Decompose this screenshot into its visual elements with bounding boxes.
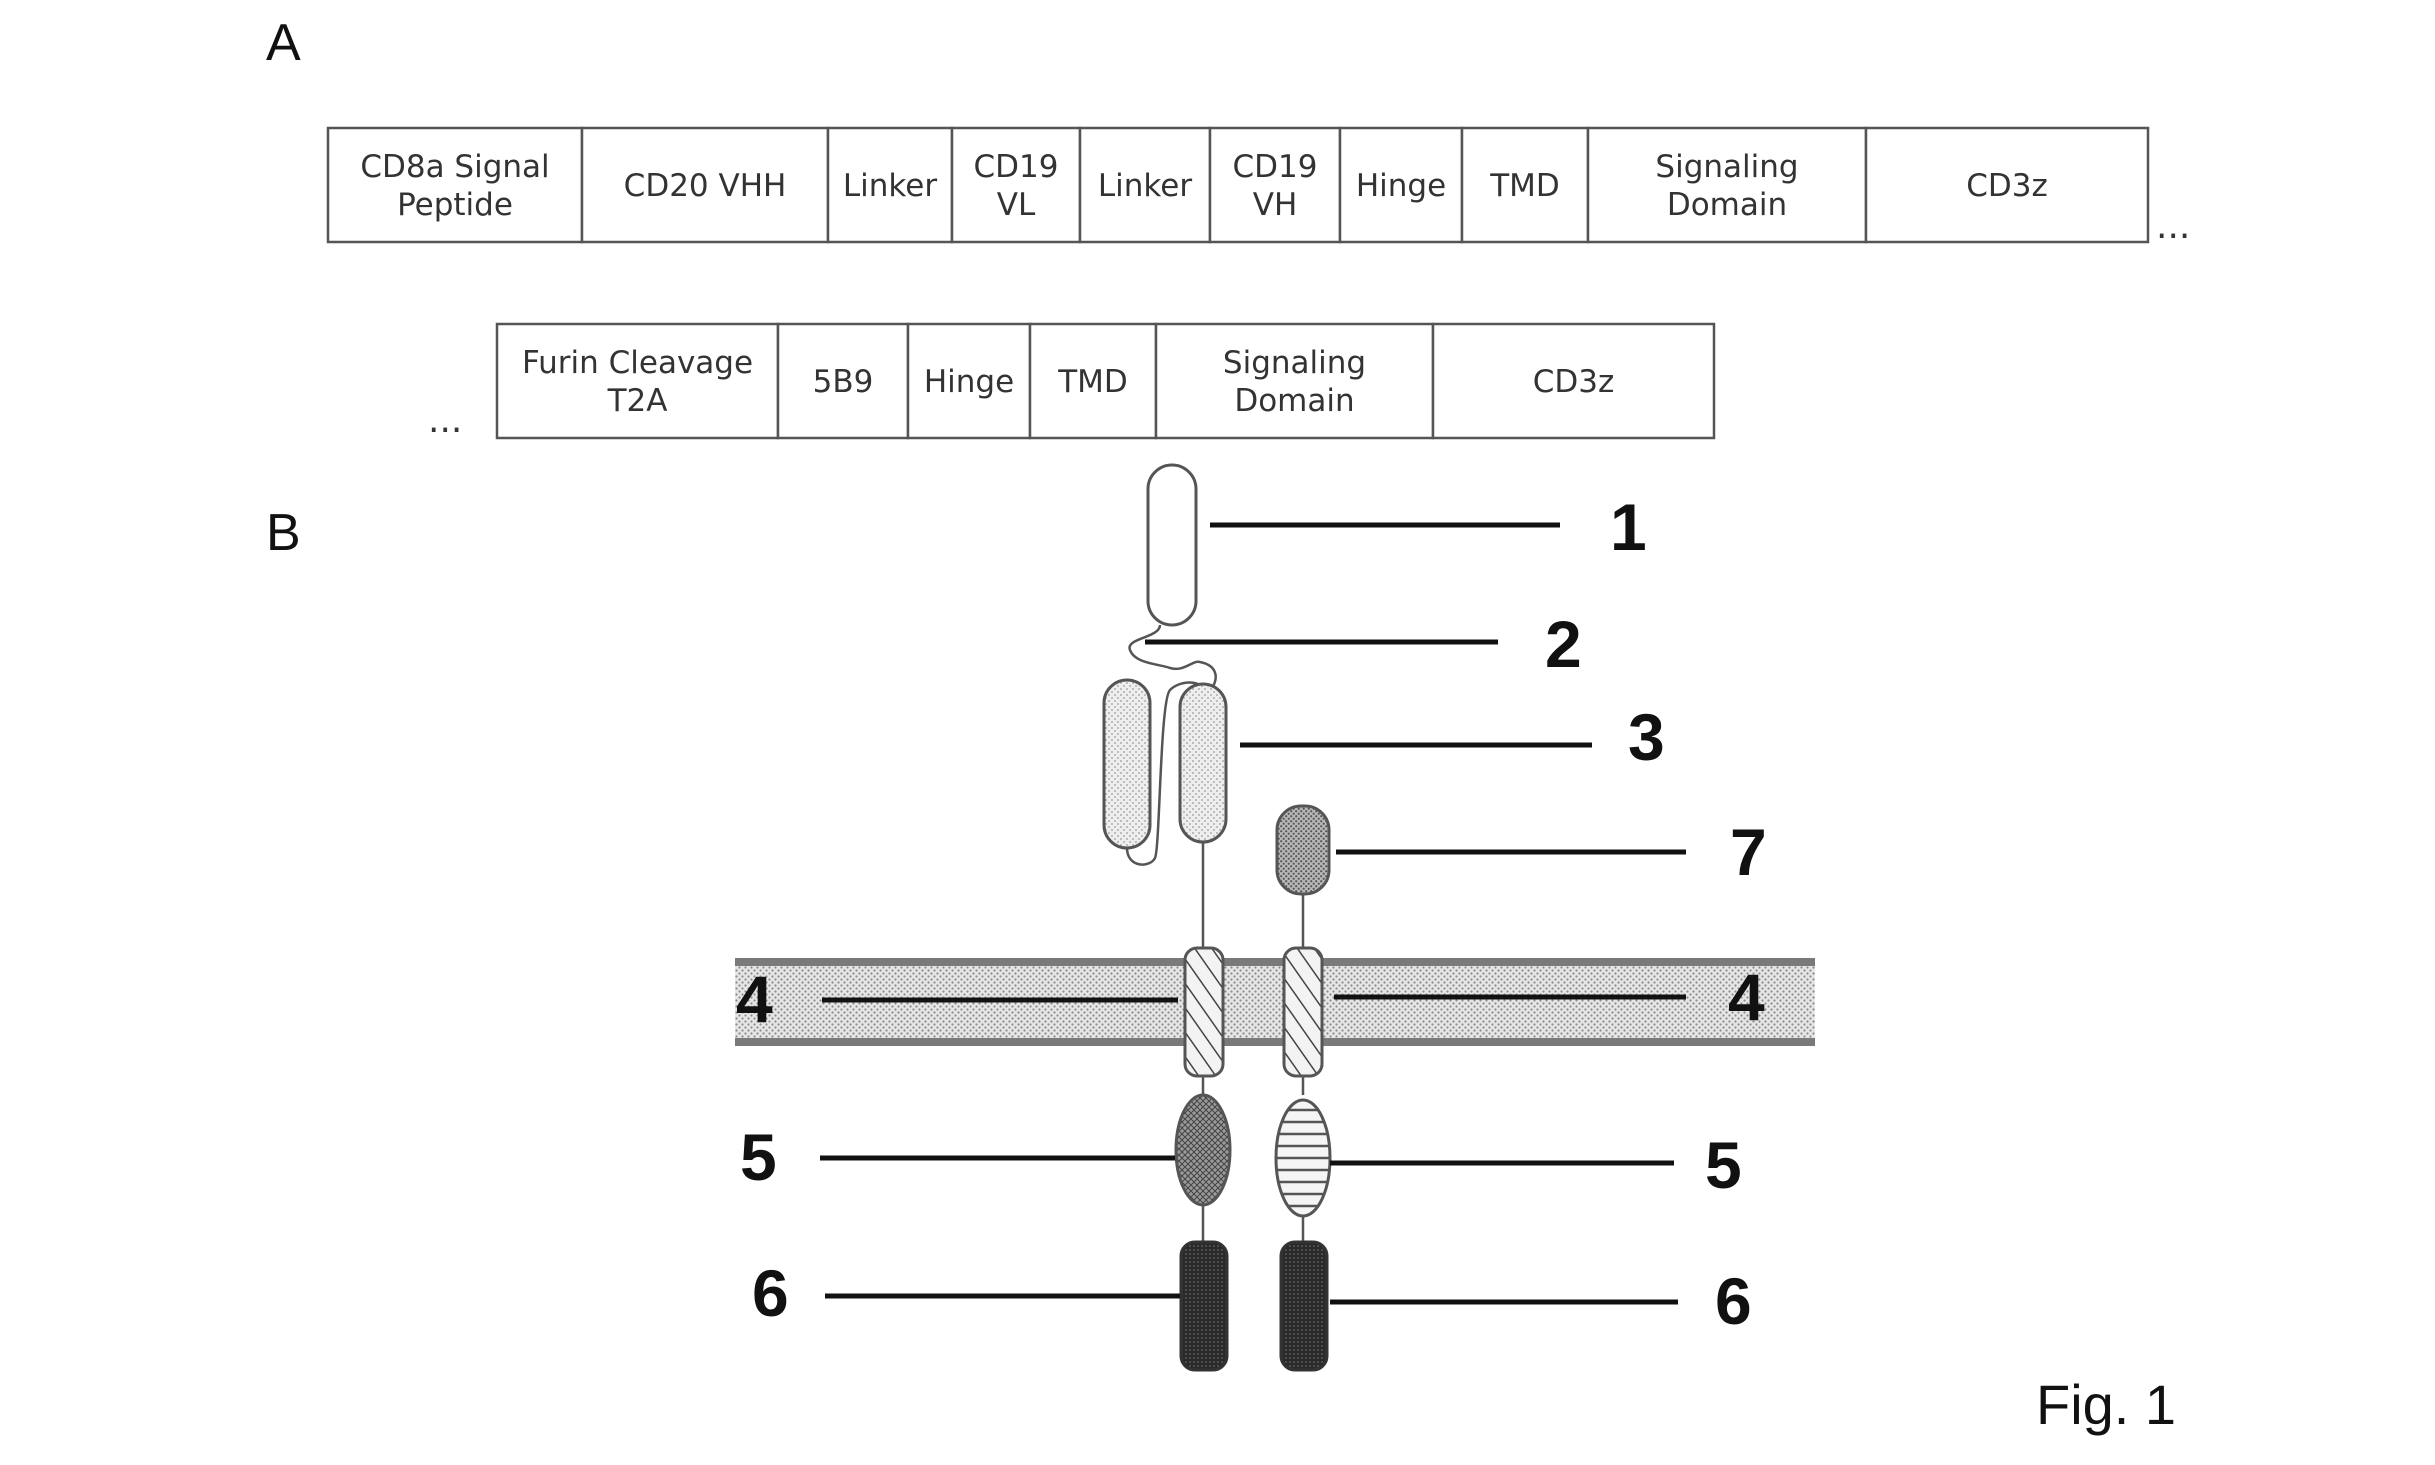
vl-domain: [1102, 678, 1152, 850]
callout-4-right: 4: [1728, 960, 1765, 1034]
row1-segment: Hinge: [1338, 126, 1464, 244]
row2-segment-box: [495, 322, 780, 440]
cd3z-left: [1179, 1240, 1229, 1372]
vhh-domain: [1146, 463, 1198, 627]
row1-segment-label: Peptide: [397, 187, 513, 223]
row1-segment-box: [580, 126, 830, 244]
panel-a-letter: A: [266, 14, 301, 72]
row2-segment: CD3z: [1431, 322, 1716, 440]
row2-segment-box: [1154, 322, 1435, 440]
row1-segment-label: Domain: [1667, 187, 1787, 223]
row1-segment-box: [1078, 126, 1212, 244]
signaling-domain-left: [1174, 1093, 1232, 1207]
row1-segment-box: [1586, 126, 1868, 244]
row2-segment-box: [1028, 322, 1158, 440]
row2-segment: TMD: [1028, 322, 1158, 440]
row1-segment-label: CD19: [1233, 149, 1318, 185]
leader-lines: [820, 522, 1686, 1305]
callout-5-left: 5: [740, 1120, 777, 1194]
row2-segment-label: Furin Cleavage: [522, 345, 753, 381]
row1-segment: Linker: [826, 126, 954, 244]
row1-ellipsis: ...: [2156, 206, 2190, 247]
callout-4-left: 4: [736, 962, 773, 1036]
row1-segment-box: [1460, 126, 1590, 244]
callout-1: 1: [1610, 490, 1647, 564]
figure-label: Fig. 1: [2036, 1373, 2176, 1436]
row2-segment-box: [1431, 322, 1716, 440]
row1-segment: Linker: [1078, 126, 1212, 244]
row1-segment-label: Signaling: [1655, 149, 1798, 185]
callout-6-left: 6: [752, 1256, 789, 1330]
cd3z-right: [1279, 1240, 1329, 1372]
row1-segment-box: [826, 126, 954, 244]
row1-segment: TMD: [1460, 126, 1590, 244]
row2-segment-label: CD3z: [1533, 364, 1615, 400]
row2-segment-label: Domain: [1234, 383, 1354, 419]
row1-segment-label: CD8a Signal: [360, 149, 549, 185]
panel-b-letter: B: [266, 504, 301, 562]
5b9-tag: [1275, 804, 1331, 896]
car-receptor-left: [1102, 463, 1232, 1372]
linker-curve: [1128, 624, 1217, 691]
tmd-left: [1183, 946, 1225, 1078]
row1-segment-label: VH: [1253, 187, 1298, 223]
car-receptor-right: [1274, 804, 1332, 1372]
callout-7: 7: [1730, 815, 1767, 889]
row2-segment-label: TMD: [1057, 364, 1128, 400]
row1-segment: CD20 VHH: [580, 126, 830, 244]
row1-segment-label: CD3z: [1966, 168, 2048, 204]
row2-segment-label: Signaling: [1223, 345, 1366, 381]
row1-segment-label: Linker: [843, 168, 937, 204]
signaling-domain-right: [1274, 1098, 1332, 1218]
row2-segment: Hinge: [906, 322, 1032, 440]
callout-6-right: 6: [1715, 1264, 1752, 1338]
row1-segment-label: Linker: [1098, 168, 1192, 204]
row1-segment: CD3z: [1864, 126, 2150, 244]
row1-segment-label: Hinge: [1356, 168, 1446, 204]
row1-segment-box: [1864, 126, 2150, 244]
row2-segment-box: [776, 322, 910, 440]
row1-segment-label: TMD: [1489, 168, 1560, 204]
row1-segment-label: VL: [997, 187, 1036, 223]
row1-segment-box: [950, 126, 1082, 244]
callout-3: 3: [1628, 700, 1665, 774]
callout-5-right: 5: [1705, 1128, 1742, 1202]
row2-ellipsis: ...: [428, 400, 462, 441]
row1-segment-box: [1208, 126, 1342, 244]
callout-2: 2: [1545, 607, 1582, 681]
row1-segment-label: CD20 VHH: [624, 168, 787, 204]
row2-segment-box: [906, 322, 1032, 440]
row2-segment-label: 5B9: [813, 364, 874, 400]
tmd-right: [1282, 946, 1324, 1078]
row2-segment-label: T2A: [607, 383, 668, 419]
row1-segment-box: [326, 126, 584, 244]
row1-segment-label: CD19: [974, 149, 1059, 185]
vh-domain: [1178, 682, 1228, 844]
row2-segment-label: Hinge: [924, 364, 1014, 400]
row2-segment: 5B9: [776, 322, 910, 440]
